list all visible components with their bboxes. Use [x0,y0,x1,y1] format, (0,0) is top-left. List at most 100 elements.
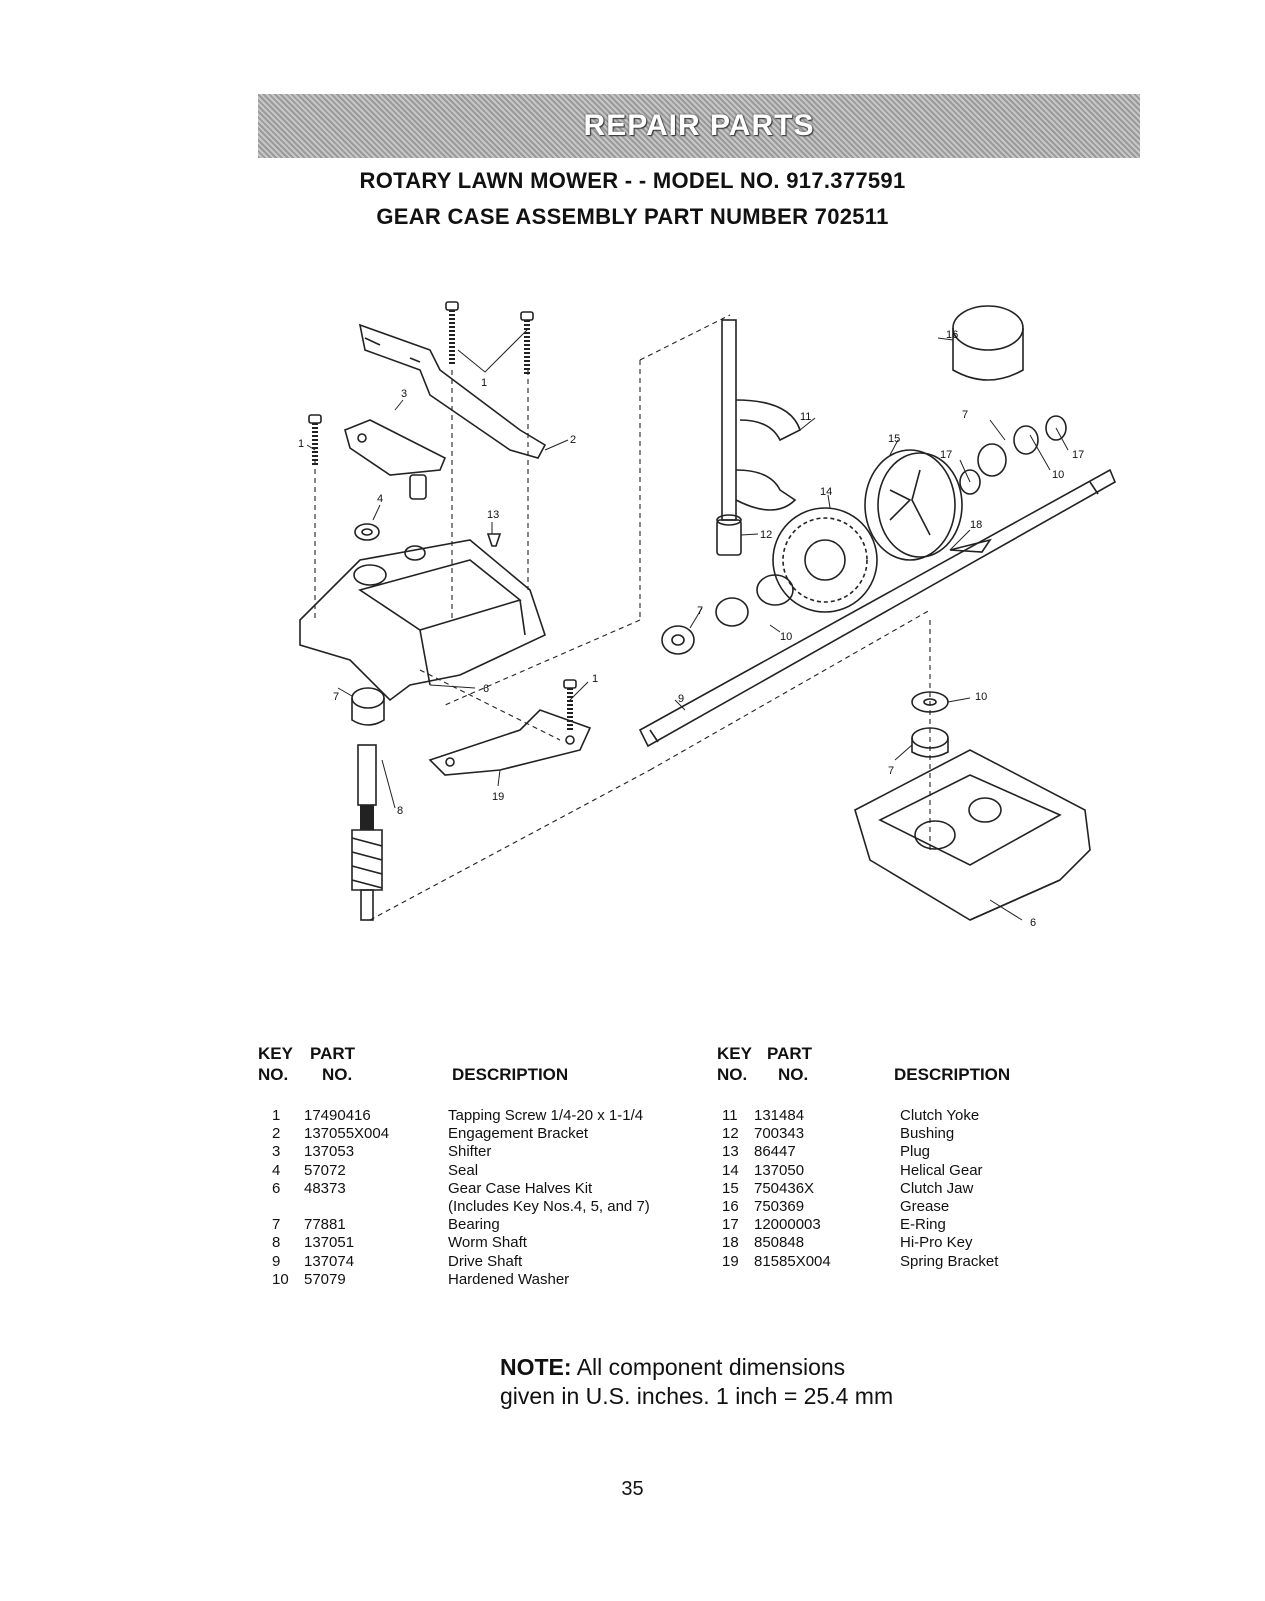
callout-17a: 17 [940,449,952,461]
clutch-yoke [721,319,801,521]
header-key-no-right: NO. [717,1065,748,1084]
spring-bracket [428,709,592,776]
repair-parts-banner: REPAIR PARTS [258,94,1140,158]
exploded-parts-diagram: 1 2 3 1 4 13 6 7 8 19 1 7 10 9 11 12 14 … [298,301,1117,929]
parts-row: 3 137053 Shifter [272,1143,712,1161]
header-key-left: KEY [258,1044,293,1063]
callout-6b: 6 [1030,917,1036,929]
part-description: (Includes Key Nos.4, 5, and 7) [448,1197,650,1215]
callout-7a: 7 [333,691,339,703]
callout-12: 12 [760,529,772,541]
header-description-left: DESCRIPTION [452,1065,569,1084]
header-part-no-left: NO. [322,1065,353,1084]
header-key-right: KEY [717,1044,752,1063]
part-no: 700343 [754,1125,805,1143]
callout-2: 2 [570,434,576,446]
page-number: 35 [621,1478,644,1500]
key-no: 15 [722,1179,739,1197]
gear-case-top-half [299,539,546,702]
callout-4: 4 [377,493,383,505]
key-no: 18 [722,1234,739,1252]
callout-leaders [306,329,1069,921]
header-description-right: DESCRIPTION [894,1065,1011,1084]
callout-1a: 1 [481,377,487,389]
callout-7d: 7 [888,765,894,777]
upper-right-small-parts [949,415,1067,553]
part-description: Grease [900,1197,950,1215]
seal [354,523,380,541]
part-no: 86447 [754,1143,796,1161]
part-description: Bearing [448,1216,500,1234]
part-description: Hi-Pro Key [900,1234,973,1252]
key-no: 2 [272,1125,281,1143]
part-description: Spring Bracket [900,1252,999,1270]
part-description: Worm Shaft [448,1234,527,1252]
callout-7b: 7 [697,605,703,617]
key-no: 9 [272,1252,281,1270]
part-description: Plug [900,1143,931,1161]
callout-8: 8 [397,805,403,817]
header-key-no-left: NO. [258,1065,289,1084]
part-no: 57072 [304,1161,346,1179]
part-description: Seal [448,1161,479,1179]
part-description: Shifter [448,1143,492,1161]
engagement-bracket [358,323,547,459]
callout-3: 3 [401,388,407,400]
header-part-no-right: NO. [778,1065,809,1084]
note-line1: All component dimensions [576,1354,846,1380]
part-no: 57079 [304,1270,346,1288]
callout-10c: 10 [975,691,987,703]
part-no: 137053 [304,1143,355,1161]
callout-14: 14 [820,486,832,498]
part-description: Gear Case Halves Kit [448,1179,593,1197]
key-no: 14 [722,1161,739,1179]
key-no: 3 [272,1143,281,1161]
part-description: Tapping Screw 1/4-20 x 1-1/4 [448,1107,644,1124]
key-no: 1 [272,1107,281,1124]
part-description: Hardened Washer [448,1270,570,1288]
key-no: 11 [722,1107,738,1124]
part-description: Drive Shaft [448,1252,523,1270]
note-line2: given in U.S. inches. 1 inch = 25.4 mm [500,1383,894,1409]
worm-shaft [351,687,385,921]
gear-case-bottom-half [854,749,1091,921]
callout-1b: 1 [298,438,304,450]
part-description: E-Ring [900,1216,946,1234]
helical-gear [772,507,878,613]
callout-16: 16 [946,329,958,341]
shifter [344,419,447,476]
callout-11: 11 [800,411,811,423]
key-no: 7 [272,1216,281,1234]
parts-row: (Includes Key Nos.4, 5, and 7) [272,1198,712,1216]
key-no: 10 [272,1270,289,1288]
callout-13: 13 [487,509,499,521]
part-no: 750436X [754,1179,815,1197]
callout-10a: 10 [780,631,792,643]
part-no: 81585X004 [754,1252,831,1270]
parts-row: 18 850848 Hi-Pro Key [722,1234,1052,1252]
part-no: 850848 [754,1234,805,1252]
part-description: Engagement Bracket [448,1125,589,1143]
key-no: 4 [272,1161,281,1179]
callout-9: 9 [678,693,684,705]
part-description: Clutch Yoke [900,1107,980,1124]
bushing [716,514,742,556]
callout-7c: 7 [962,409,968,421]
header-part-right: PART [767,1044,813,1063]
clutch-jaw [864,449,963,561]
part-no: 137051 [304,1234,355,1252]
part-description: Bushing [900,1125,955,1143]
